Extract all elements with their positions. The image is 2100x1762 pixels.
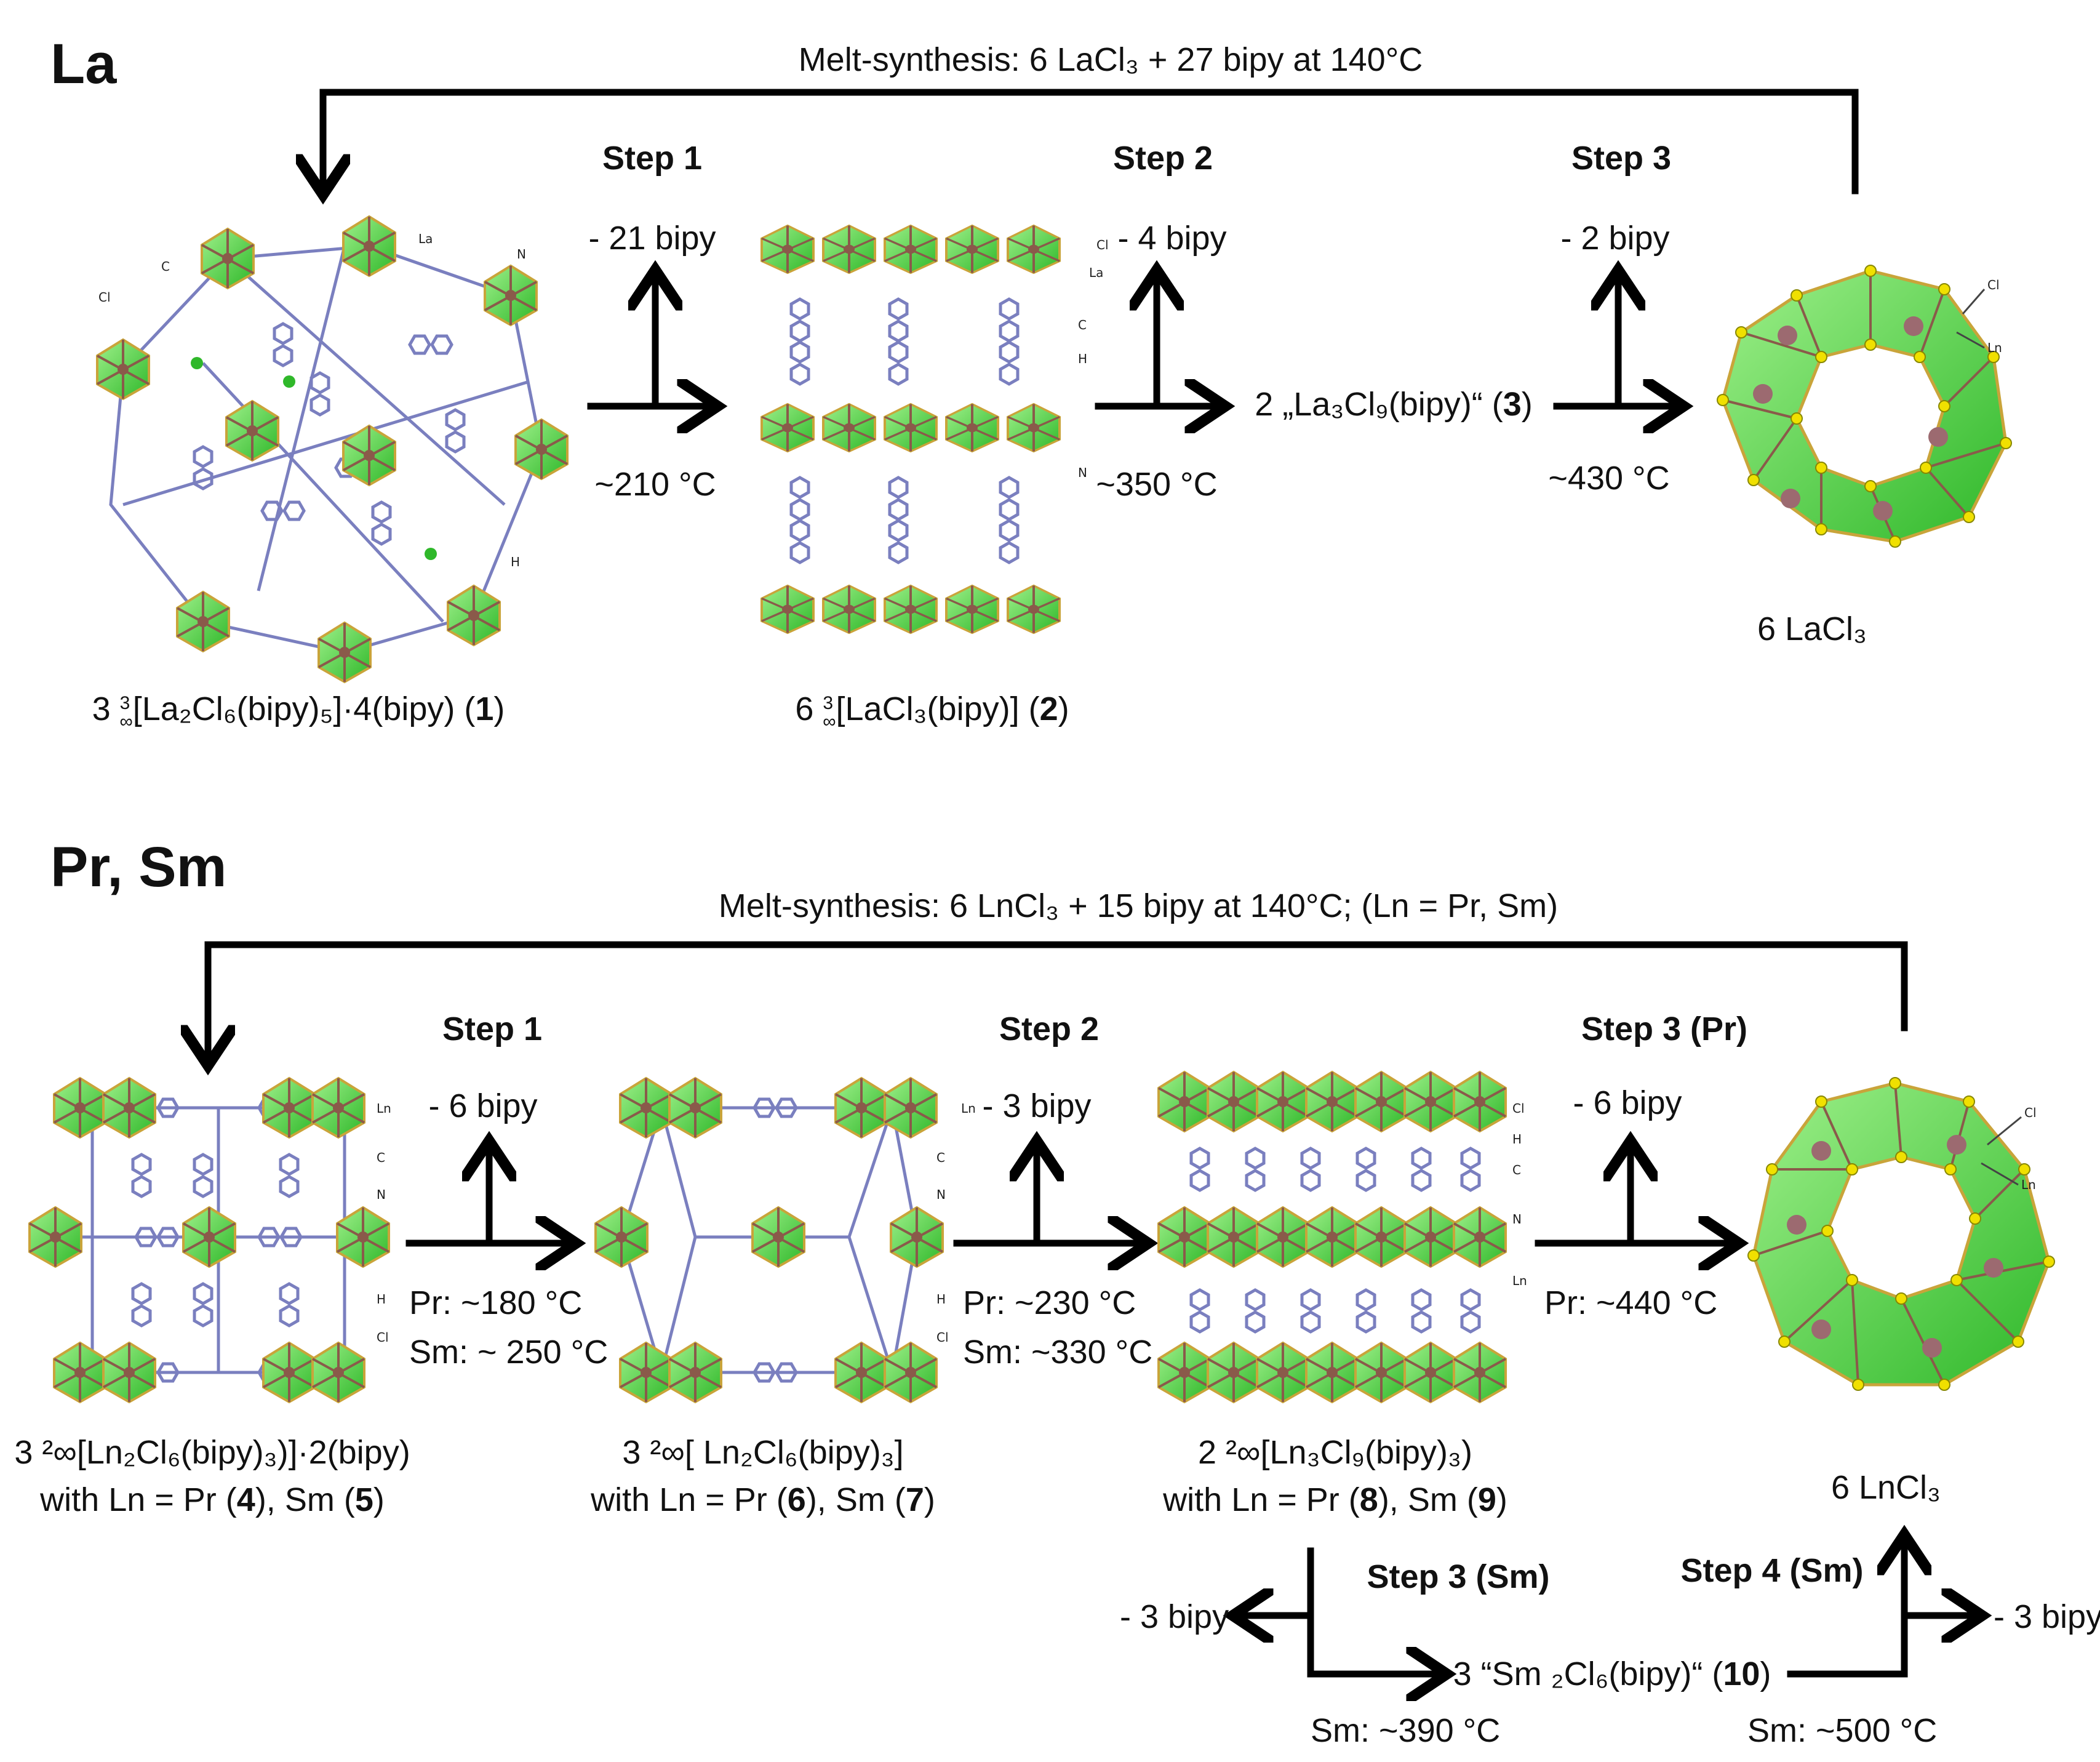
prsm-step1-label: Step 1 (442, 1011, 542, 1047)
prsm-step2-temp-sm: Sm: ~330 °C (963, 1334, 1152, 1371)
atom-lncl3-label-cl: Cl (2024, 1105, 2037, 1120)
atom-lncl3-label-ln: Ln (2021, 1177, 2036, 1192)
atom45-label-h: H (377, 1292, 386, 1307)
prsm-step4sm-loss: - 3 bipy (1994, 1598, 2100, 1635)
compound-8-9-line1: 2 ²∞[Ln₃Cl₉(bipy)₃) (1198, 1434, 1472, 1471)
atom89-label-ln: Ln (1512, 1273, 1527, 1288)
atom45-label-ln: Ln (377, 1101, 391, 1116)
product-lacl3-label: 6 LaCl₃ (1757, 611, 1867, 647)
prsm-step3sm-arrow (1307, 1547, 1437, 1674)
compound-6-7-line2: with Ln = Pr (6), Sm (7) (590, 1481, 935, 1518)
compound-3-label: 2 „La₃Cl₉(bipy)“ (3) (1255, 386, 1533, 423)
la-step3-label: Step 3 (1571, 140, 1671, 177)
structure-8-9-image: Cl H C N Ln (1157, 1071, 1527, 1403)
atom-label-h: H (511, 555, 520, 569)
lncl3-structure-image: Cl Ln (1747, 1077, 2055, 1391)
atom67-label-ln: Ln (961, 1101, 976, 1116)
atom45-label-c: C (377, 1150, 385, 1165)
prsm-step4sm-arrow (1787, 1545, 1904, 1678)
atom45-label-n: N (377, 1187, 386, 1202)
compound-1-label: 3 3∞[La₂Cl₆(bipy)₅]·4(bipy) (1) (92, 691, 505, 732)
melt-arrow-la (323, 89, 1859, 191)
prsm-step1-loss: - 6 bipy (428, 1087, 537, 1124)
atom2-label-c: C (1078, 318, 1087, 332)
la-step1-label: Step 1 (602, 140, 702, 177)
prsm-step3sm-temp: Sm: ~390 °C (1311, 1712, 1500, 1749)
atom67-label-h: H (936, 1292, 946, 1307)
atom-label-n: N (517, 247, 526, 262)
prsm-step2-loss: - 3 bipy (982, 1087, 1091, 1124)
atom-label-c: C (161, 259, 170, 274)
atom3-label-ln: Ln (1987, 340, 2002, 355)
prsm-step4sm-label: Step 4 (Sm) (1680, 1552, 1863, 1589)
structure-1-image: La C N Cl H (96, 215, 569, 683)
atom89-label-c: C (1512, 1163, 1521, 1177)
compound-2-label: 6 3∞[LaCl₃(bipy)] (2) (795, 691, 1069, 732)
compound-6-7-line1: 3 ²∞[ Ln₂Cl₆(bipy)₃] (622, 1434, 903, 1471)
prsm-step3sm-loss: - 3 bipy (1120, 1598, 1229, 1635)
prsm-step3pr-label: Step 3 (Pr) (1581, 1011, 1747, 1047)
prsm-step3pr-temp: Pr: ~440 °C (1544, 1284, 1717, 1321)
atom89-label-n: N (1512, 1212, 1522, 1227)
atom67-label-n: N (936, 1187, 946, 1202)
atom2-label-la: La (1089, 265, 1103, 280)
structure-6-7-image: Ln C N H Cl (594, 1077, 976, 1403)
compound-8-9-line2: with Ln = Pr (8), Sm (9) (1162, 1481, 1507, 1518)
melt-arrow-prsm (208, 941, 1908, 1055)
atom2-label-cl: Cl (1096, 238, 1109, 252)
compound-10-label: 3 “Sm ₂Cl₆(bipy)“ (10) (1453, 1656, 1771, 1692)
atom67-label-c: C (936, 1150, 945, 1165)
la-step2-label: Step 2 (1113, 140, 1213, 177)
atom2-label-n: N (1078, 465, 1087, 480)
prsm-step1-temp-pr: Pr: ~180 °C (409, 1284, 582, 1321)
prsm-step3pr-loss: - 6 bipy (1573, 1084, 1682, 1121)
la-step1-temp: ~210 °C (594, 466, 716, 503)
atom45-label-cl: Cl (377, 1330, 389, 1345)
melt-synthesis-prsm: Melt-synthesis: 6 LnCl₃ + 15 bipy at 140… (719, 887, 1558, 924)
atom-label-la: La (418, 231, 433, 246)
la-step3-temp: ~430 °C (1548, 460, 1669, 497)
compound-4-5-line1: 3 ²∞[Ln₂Cl₆(bipy)₃)]·2(bipy) (14, 1434, 410, 1471)
structure-4-5-image: Ln C N H Cl (28, 1077, 391, 1403)
melt-synthesis-la: Melt-synthesis: 6 LaCl₃ + 27 bipy at 140… (799, 41, 1423, 78)
section-title-prsm: Pr, Sm (50, 836, 226, 899)
atom-label-cl: Cl (98, 290, 111, 305)
atom89-label-cl: Cl (1512, 1101, 1525, 1116)
structure-2-image: Cl La C H N (761, 224, 1109, 635)
prsm-step2-label: Step 2 (999, 1011, 1099, 1047)
la-step2-temp: ~350 °C (1096, 466, 1217, 503)
la-step1-loss: - 21 bipy (588, 220, 716, 257)
prsm-step2-temp-pr: Pr: ~230 °C (963, 1284, 1136, 1321)
section-title-la: La (50, 33, 117, 95)
la-step3-loss: - 2 bipy (1560, 220, 1669, 257)
prsm-step4sm-temp: Sm: ~500 °C (1747, 1712, 1937, 1749)
atom3-label-cl: Cl (1987, 278, 2000, 292)
prsm-step1-temp-sm: Sm: ~ 250 °C (409, 1334, 608, 1371)
atom2-label-h: H (1078, 351, 1087, 366)
atom89-label-h: H (1512, 1132, 1522, 1147)
compound-4-5-line2: with Ln = Pr (4), Sm (5) (39, 1481, 385, 1518)
la-step2-loss: - 4 bipy (1117, 220, 1226, 257)
lacl3-structure-image: Cl Ln (1717, 265, 2012, 548)
product-lncl3-label: 6 LnCl₃ (1831, 1469, 1941, 1506)
prsm-step3sm-label: Step 3 (Sm) (1367, 1558, 1549, 1595)
atom67-label-cl: Cl (936, 1330, 949, 1345)
